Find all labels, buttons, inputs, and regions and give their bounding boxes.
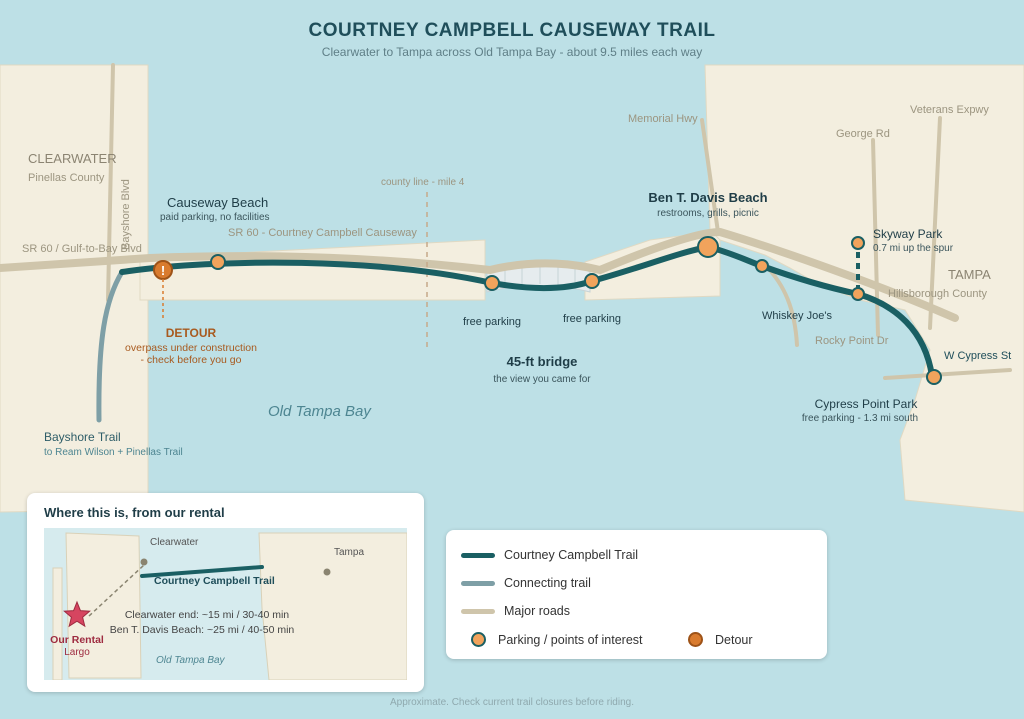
- skyway-park-label: Skyway Park: [873, 227, 943, 241]
- george-rd-label: George Rd: [836, 128, 890, 140]
- inset-tampa-dot: [323, 568, 331, 576]
- detour-title: DETOUR: [166, 326, 217, 340]
- inset-trail: [140, 565, 264, 578]
- poi-ben-t-davis-beach[interactable]: [697, 236, 719, 258]
- legend-row-roads: Major roads: [461, 604, 570, 618]
- legend-swatch-detour: [688, 632, 703, 647]
- inset-tampa-label: Tampa: [334, 547, 364, 558]
- cypress-point-note: free parking - 1.3 mi south: [802, 413, 918, 424]
- whiskey-joes-label: Whiskey Joe's: [762, 310, 832, 322]
- inset-drive-1: Clearwater end: ~15 mi / 30-40 min: [125, 609, 289, 621]
- road-bayshore-blvd: [106, 63, 115, 302]
- poi-cypress-point-park[interactable]: [926, 369, 942, 385]
- free-parking-1-label: free parking: [463, 316, 521, 328]
- locator-inset-card: Where this is, from our rental Clearwate…: [27, 493, 424, 692]
- bridge-label: 45-ft bridge: [507, 354, 578, 369]
- poi-skyway-park[interactable]: [851, 236, 865, 250]
- poi-whiskey-joes[interactable]: [755, 259, 769, 273]
- road-veterans-expwy: [928, 116, 942, 330]
- free-parking-2-label: free parking: [563, 313, 621, 325]
- inset-water-label: Old Tampa Bay: [156, 655, 226, 666]
- hillsborough-county-label: Hillsborough County: [888, 288, 988, 300]
- legend-swatch-trail: [461, 552, 495, 558]
- road-memorial-hwy: [700, 118, 720, 234]
- ben-t-davis-label: Ben T. Davis Beach: [648, 190, 767, 205]
- legend-swatch-parking: [471, 632, 486, 647]
- legend-row-parking: Parking / points of interest: [461, 632, 643, 647]
- inset-pinellas-land: [65, 532, 142, 679]
- page-title: COURTNEY CAMPBELL CAUSEWAY TRAIL: [308, 20, 716, 41]
- ben-t-davis-note: restrooms, grills, picnic: [657, 208, 759, 219]
- inset-beach-strip: [52, 567, 63, 680]
- tampa-label: TAMPA: [948, 267, 991, 282]
- legend-label-detour: Detour: [715, 632, 753, 647]
- veterans-expwy-label: Veterans Expwy: [910, 104, 989, 116]
- legend-label-connecting: Connecting trail: [504, 576, 591, 590]
- w-cypress-st-label: W Cypress St: [944, 350, 1011, 362]
- poi-causeway-beach[interactable]: [210, 254, 226, 270]
- sr60-causeway-label: SR 60 - Courtney Campbell Causeway: [228, 227, 417, 239]
- sr60-west-label: SR 60 / Gulf-to-Bay Blvd: [22, 243, 142, 255]
- inset-rental-town: Largo: [64, 647, 90, 658]
- page-subtitle: Clearwater to Tampa across Old Tampa Bay…: [321, 45, 703, 59]
- skyway-park-note: 0.7 mi up the spur: [873, 243, 954, 254]
- legend-row-trail: Courtney Campbell Trail: [461, 548, 638, 562]
- pinellas-county-label: Pinellas County: [28, 172, 105, 184]
- clearwater-land: [0, 64, 149, 513]
- legend-row-detour: Detour: [678, 632, 753, 647]
- detour-line2: - check before you go: [141, 354, 242, 366]
- inset-clearwater-dot: [140, 558, 148, 566]
- rocky-point-dr-label: Rocky Point Dr: [815, 335, 889, 347]
- bridge-note: the view you came for: [493, 374, 591, 385]
- legend-label-trail: Courtney Campbell Trail: [504, 548, 639, 562]
- legend-swatch-roads: [461, 608, 495, 614]
- legend-card: Courtney Campbell Trail Connecting trail…: [446, 530, 827, 659]
- road-w-cypress-st: [883, 368, 1012, 380]
- inset-rental-label: Our Rental: [50, 634, 104, 646]
- old-tampa-bay-label: Old Tampa Bay: [268, 403, 372, 420]
- footer-note: Approximate. Check current trail closure…: [390, 697, 634, 708]
- star-icon: [63, 600, 91, 628]
- road-sr60: [0, 227, 959, 322]
- inset-tampa-land: [258, 532, 407, 680]
- cypress-point-label: Cypress Point Park: [815, 397, 919, 411]
- connecting-trail-bayshore: [96, 269, 125, 423]
- legend-label-parking: Parking / points of interest: [498, 632, 643, 647]
- poi-free-parking-1[interactable]: [484, 275, 500, 291]
- inset-title: Where this is, from our rental: [44, 505, 225, 520]
- warning-icon: !: [161, 263, 165, 278]
- inset-drive-2: Ben T. Davis Beach: ~25 mi / 40-50 min: [110, 624, 295, 636]
- bayshore-blvd-label: Bayshore Blvd: [120, 179, 132, 250]
- inset-route: [88, 564, 145, 617]
- legend-swatch-connecting: [461, 580, 495, 586]
- bayshore-trail-label: Bayshore Trail: [44, 430, 121, 444]
- detour-line1: overpass under construction: [125, 342, 257, 354]
- inset-trail-label: Courtney Campbell Trail: [154, 575, 275, 587]
- inset-clearwater-label: Clearwater: [150, 537, 199, 548]
- causeway-beach-label: Causeway Beach: [167, 195, 268, 210]
- poi-trail-junction[interactable]: [851, 287, 865, 301]
- tampa-land: [704, 64, 1024, 513]
- bayshore-trail-note: to Ream Wilson + Pinellas Trail: [44, 447, 183, 458]
- inset-map: Clearwater Tampa Courtney Campbell Trail…: [44, 528, 407, 680]
- poi-free-parking-2[interactable]: [584, 273, 600, 289]
- causeway-beach-note: paid parking, no facilities: [160, 212, 270, 223]
- county-line-label: county line - mile 4: [381, 177, 465, 188]
- memorial-hwy-label: Memorial Hwy: [628, 113, 698, 125]
- legend-row-connecting: Connecting trail: [461, 576, 591, 590]
- clearwater-label: CLEARWATER: [28, 151, 117, 166]
- legend-label-roads: Major roads: [504, 604, 570, 618]
